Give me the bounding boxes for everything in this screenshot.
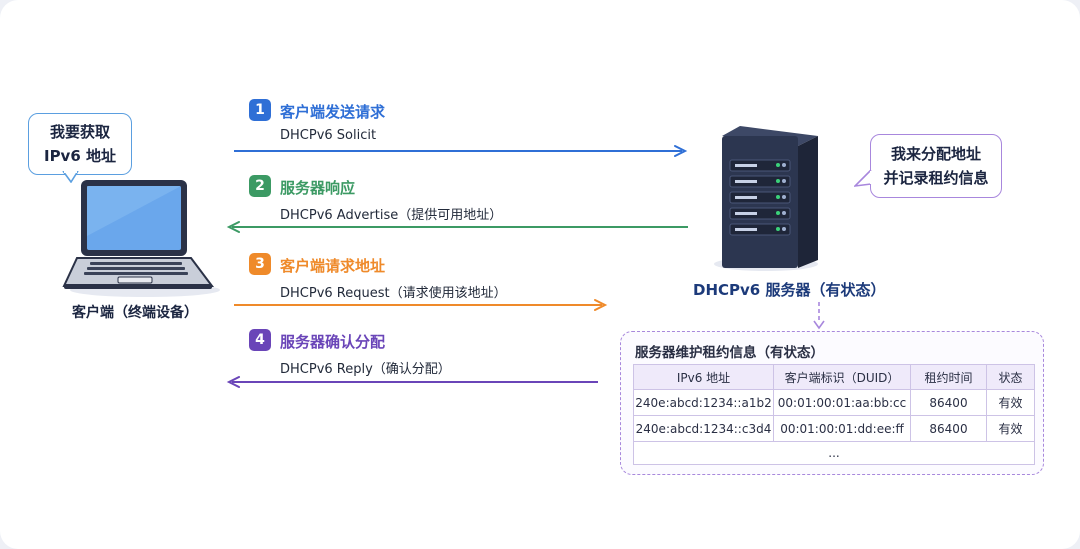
server-caption: DHCPv6 服务器（有状态） [693,281,886,299]
client-bubble-tail [62,171,79,183]
step-3-badge: 3 [249,253,271,275]
lease-table-header-row: IPv6 地址 客户端标识（DUID） 租约时间 状态 [633,364,1035,390]
table-row: 240e:abcd:1234::c3d4 00:01:00:01:dd:ee:f… [633,415,1035,442]
cell-client-duid: 00:01:00:01:aa:bb:cc [773,389,911,416]
step-4-badge: 4 [249,329,271,351]
cell-ipv6-address: 240e:abcd:1234::c3d4 [633,415,774,442]
table-row-ellipsis: ... [633,441,1035,465]
step-1-subtitle: DHCPv6 Solicit [280,128,377,143]
step-2-number: 2 [255,178,265,194]
step-2-arrow [226,221,688,233]
cell-lease-time: 86400 [910,415,987,442]
server-icon [714,126,818,271]
cell-client-duid: 00:01:00:01:dd:ee:ff [773,415,911,442]
cell-ipv6-address: 240e:abcd:1234::a1b2 [633,389,774,416]
step-3-subtitle: DHCPv6 Request（请求使用该地址） [280,286,507,301]
step-4-arrow [226,376,598,388]
laptop-icon [62,180,220,297]
step-2-subtitle: DHCPv6 Advertise（提供可用地址） [280,208,503,223]
step-4-arrow-head [226,376,240,388]
step-3-number: 3 [255,256,265,272]
step-2-title: 服务器响应 [280,179,356,197]
cell-status: 有效 [986,389,1035,416]
step-3-title: 客户端请求地址 [280,257,386,275]
step-3-arrow-head [594,299,608,311]
step-2-arrow-head [226,221,240,233]
step-1-number: 1 [255,102,265,118]
server-bubble-line2: 并记录租约信息 [883,169,989,187]
step-1-arrow [234,145,688,157]
cell-ellipsis: ... [633,441,1035,465]
step-4-number: 4 [255,332,265,348]
step-1-badge: 1 [249,99,271,121]
lease-table-title: 服务器维护租约信息（有状态） [635,345,824,361]
server-to-table-connector [813,302,825,330]
cell-lease-time: 86400 [910,389,987,416]
server-bubble-tail [854,169,872,187]
client-bubble-line2: IPv6 地址 [43,147,116,165]
server-speech-bubble: 我来分配地址 并记录租约信息 [870,134,1002,198]
client-bubble-line1: 我要获取 [49,123,110,141]
client-caption: 客户端（终端设备） [72,305,198,321]
step-1-title: 客户端发送请求 [280,103,386,121]
header-ipv6-address: IPv6 地址 [633,364,774,390]
step-1-arrow-head [674,145,688,157]
lease-table-panel: 服务器维护租约信息（有状态） IPv6 地址 客户端标识（DUID） 租约时间 … [620,331,1044,475]
table-row: 240e:abcd:1234::a1b2 00:01:00:01:aa:bb:c… [633,389,1035,416]
step-4-title: 服务器确认分配 [280,333,386,351]
header-client-duid: 客户端标识（DUID） [773,364,911,390]
step-2-badge: 2 [249,175,271,197]
step-3-arrow [234,299,608,311]
header-status: 状态 [986,364,1035,390]
client-speech-bubble: 我要获取 IPv6 地址 [28,113,132,175]
cell-status: 有效 [986,415,1035,442]
step-4-subtitle: DHCPv6 Reply（确认分配） [280,362,451,377]
lease-table: IPv6 地址 客户端标识（DUID） 租约时间 状态 240e:abcd:12… [633,364,1035,465]
header-lease-time: 租约时间 [910,364,987,390]
server-bubble-line1: 我来分配地址 [890,145,981,163]
